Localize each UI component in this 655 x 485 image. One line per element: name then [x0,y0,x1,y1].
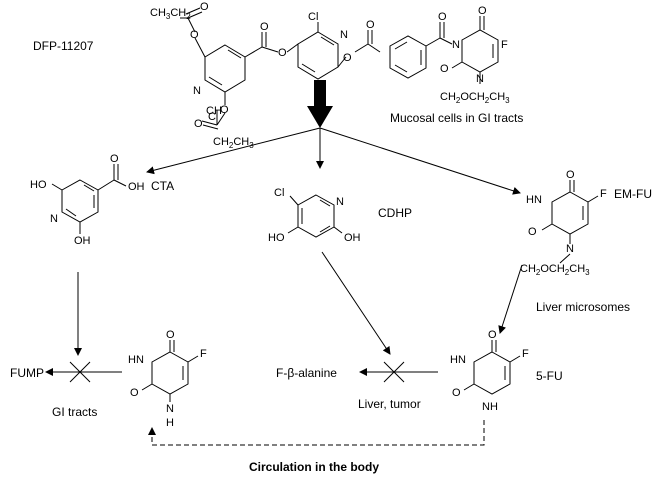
svg-text:F: F [200,348,207,360]
circulation-label: Circulation in the body [249,460,379,474]
svg-text:H: H [166,417,174,429]
svg-text:CH: CH [206,105,222,117]
svg-text:Cl: Cl [308,11,318,23]
dfp-11207-label: DFP-11207 [33,39,94,53]
svg-text:N: N [340,29,348,41]
svg-text:F: F [522,348,529,360]
svg-text:CH3CH2: CH3CH2 [150,7,191,21]
main-metabolism-arrow [307,80,333,128]
svg-text:O: O [260,21,269,33]
svg-text:O: O [166,329,175,341]
svg-text:N: N [193,85,201,97]
cdhp-structure: Cl N HO OH CDHP [268,187,412,244]
svg-text:CH2OCH2CH3: CH2OCH2CH3 [440,91,510,105]
5fu-label: 5-FU [536,369,563,383]
svg-text:O: O [440,63,449,75]
svg-text:O: O [452,387,461,399]
dfp-11207-structure [180,7,499,130]
5fu-gi-structure: O F HN O N H [128,329,207,429]
dfp-lower-propionyl-labels: CH2CH3 [213,136,254,150]
svg-text:N: N [452,39,460,51]
svg-text:HN: HN [128,354,144,366]
svg-text:HO: HO [268,232,285,244]
svg-text:CH2OCH2CH3: CH2OCH2CH3 [520,263,590,277]
svg-text:O: O [366,19,375,31]
cdhp-label: CDHP [378,206,412,220]
svg-text:HO: HO [30,179,47,191]
svg-text:C: C [208,111,216,123]
svg-text:NH: NH [482,401,498,413]
5fu-structure: O F HN O NH 5-FU [450,329,563,413]
svg-text:N: N [50,213,58,225]
arrow-to-emfu [319,127,521,195]
svg-text:HN: HN [450,354,466,366]
cta-label: CTA [151,179,174,193]
svg-text:OH: OH [74,235,91,247]
svg-text:Cl: Cl [274,187,284,199]
fump-label: FUMP [10,366,44,380]
svg-text:O: O [528,226,537,238]
circulation-loop [148,420,485,446]
svg-text:O: O [110,153,119,165]
dfp-11207-atom-labels: CH3CH2 O O N O O C CH O O Cl N O O O N O… [150,1,508,130]
svg-text:N: N [566,243,574,255]
cta-ring [61,179,99,223]
svg-text:N: N [166,403,174,415]
svg-text:O: O [194,118,203,130]
emfu-structure: O F HN O N CH2OCH2CH3 EM-FU [520,169,652,277]
svg-text:O: O [343,52,352,64]
svg-text:O: O [478,5,487,17]
svg-text:O: O [200,1,209,13]
emfu-label: EM-FU [614,187,652,201]
svg-text:O: O [488,329,497,341]
arrow-cdhp-down [321,251,391,355]
dfp-side-chain-label: CH2OCH2CH3 [440,91,510,105]
svg-text:O: O [220,104,229,116]
benzene-ring [389,35,427,79]
mucosal-cells-label: Mucosal cells in GI tracts [390,111,523,125]
pyridine-ring-left [204,44,246,93]
pyridine-ring-center [297,31,339,80]
arrow-to-cta [146,127,321,175]
svg-text:O: O [190,29,199,41]
liver-tumor-label: Liver, tumor [358,397,421,411]
liver-microsomes-label: Liver microsomes [536,300,630,314]
svg-text:O: O [438,11,447,23]
cdhp-ring [297,194,335,238]
svg-text:HN: HN [526,194,542,206]
svg-text:F: F [600,188,607,200]
cta-structure: HO N OH O OH CTA [30,153,174,247]
fbal-label: F-β-alanine [276,366,337,380]
svg-text:OH: OH [128,181,145,193]
svg-text:F: F [501,39,508,51]
arrow-emfu-to-5fu [498,264,523,334]
svg-text:O: O [130,387,139,399]
svg-text:OH: OH [344,232,361,244]
svg-text:CH2CH3: CH2CH3 [213,136,254,150]
gi-tracts-label: GI tracts [52,405,97,419]
svg-text:N: N [336,196,344,208]
svg-text:O: O [566,169,575,181]
svg-text:O: O [278,47,287,59]
svg-text:N: N [476,73,484,85]
